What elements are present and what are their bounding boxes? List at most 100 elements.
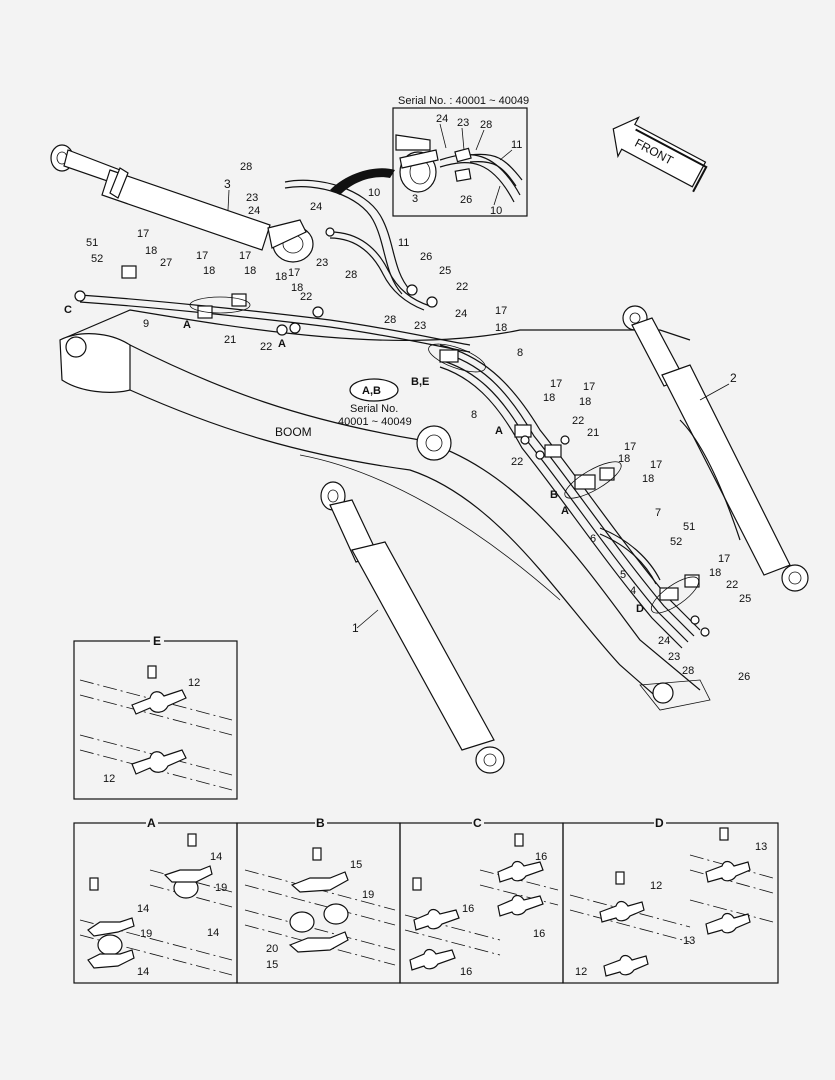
callout-9: 9 <box>143 318 149 330</box>
callout-26a: 26 <box>420 251 432 263</box>
detail-B-callout-15b: 15 <box>266 959 278 971</box>
callout-4: 4 <box>630 585 636 597</box>
callout-17f: 17 <box>550 378 562 390</box>
callout-6: 6 <box>590 533 596 545</box>
detail-D-callout-13a: 13 <box>755 841 767 853</box>
callout-7: 7 <box>655 507 661 519</box>
detail-E-title: E <box>153 634 161 648</box>
callout-17g: 17 <box>583 381 595 393</box>
serial-mid-line1: Serial No. <box>350 403 398 415</box>
callout-17c: 17 <box>239 250 251 262</box>
inset-callout-11: 11 <box>511 139 522 151</box>
detail-A-callout-14b: 14 <box>207 927 219 939</box>
callout-24b: 24 <box>310 201 322 213</box>
detail-C-callout-16b: 16 <box>533 928 545 940</box>
detail-E: E 12 12 <box>73 634 238 800</box>
callout-10: 10 <box>368 187 380 199</box>
callout-28d: 28 <box>682 665 694 677</box>
detail-C-title: C <box>473 816 482 830</box>
callout-28b: 28 <box>345 269 357 281</box>
inset-callout-24: 24 <box>436 113 448 125</box>
label-B-1: B <box>550 489 558 501</box>
oval-ab-label: A,B <box>362 385 381 397</box>
serial-inset-title: Serial No. : 40001 ~ 40049 <box>398 95 529 107</box>
detail-B: B 15 19 20 15 <box>236 816 401 984</box>
fittings <box>74 227 710 637</box>
detail-E-callout-12b: 12 <box>103 773 115 785</box>
callout-24c: 24 <box>455 308 467 320</box>
callout-2: 2 <box>730 371 737 385</box>
label-A-2: A <box>278 338 286 350</box>
callout-28a: 28 <box>240 161 252 173</box>
callout-21a: 21 <box>224 334 236 346</box>
inset-callout-10: 10 <box>490 205 502 217</box>
callout-18j: 18 <box>709 567 721 579</box>
callout-18c: 18 <box>244 265 256 277</box>
callout-8a: 8 <box>517 347 523 359</box>
callout-22d: 22 <box>572 415 584 427</box>
detail-A-callout-14c: 14 <box>137 903 149 915</box>
callout-17b: 17 <box>196 250 208 262</box>
callout-17a: 17 <box>137 228 149 240</box>
callout-25b: 25 <box>739 593 751 605</box>
detail-A: A 14 19 14 14 19 14 <box>73 816 238 984</box>
boom-pin-disc <box>416 425 452 461</box>
detail-A-callout-19a: 19 <box>215 882 227 894</box>
callout-22e: 22 <box>511 456 523 468</box>
detail-A-callout-19b: 19 <box>140 928 152 940</box>
detail-D-callout-13b: 13 <box>683 935 695 947</box>
inset-callout-23: 23 <box>457 117 469 129</box>
callout-23b: 23 <box>316 257 328 269</box>
boom-cylinder-2 <box>622 305 809 592</box>
callout-52b: 52 <box>670 536 682 548</box>
detail-A-callout-14d: 14 <box>137 966 149 978</box>
label-A-4: A <box>561 505 569 517</box>
label-C-1: C <box>64 304 72 316</box>
main-callouts: 1 2 3 4 5 6 7 8 8 9 10 11 17 17 17 17 17… <box>64 161 751 683</box>
detail-C-callout-16c: 16 <box>462 903 474 915</box>
boom-cylinder-1 <box>320 481 505 774</box>
label-D-1: D <box>636 603 644 615</box>
callout-22c: 22 <box>456 281 468 293</box>
callout-24a: 24 <box>248 205 260 217</box>
detail-C-callout-16a: 16 <box>535 851 547 863</box>
boom-label: BOOM <box>275 425 312 439</box>
callout-25a: 25 <box>439 265 451 277</box>
callout-1: 1 <box>352 621 359 635</box>
serial-inset: Serial No. : 40001 ~ 40049 24 23 28 11 3… <box>392 95 529 217</box>
be-label: B,E <box>411 376 429 388</box>
callout-51a: 51 <box>86 237 98 249</box>
callout-22a: 22 <box>300 291 312 303</box>
label-A-1: A <box>183 319 191 331</box>
callout-22b: 22 <box>260 341 272 353</box>
callout-22f: 22 <box>726 579 738 591</box>
callout-18h: 18 <box>618 453 630 465</box>
callout-28c: 28 <box>384 314 396 326</box>
callout-21b: 21 <box>587 427 599 439</box>
detail-C-callout-16d: 16 <box>460 966 472 978</box>
serial-inset-frame <box>392 107 528 217</box>
callout-18g: 18 <box>579 396 591 408</box>
callout-24d: 24 <box>658 635 670 647</box>
detail-B-callout-20: 20 <box>266 943 278 955</box>
callout-52a: 52 <box>91 253 103 265</box>
callout-18e: 18 <box>495 322 507 334</box>
callout-27: 27 <box>160 257 172 269</box>
detail-B-callout-19: 19 <box>362 889 374 901</box>
callout-51b: 51 <box>683 521 695 533</box>
label-A-3: A <box>495 425 503 437</box>
detail-D-callout-12b: 12 <box>575 966 587 978</box>
callout-8b: 8 <box>471 409 477 421</box>
callout-23a: 23 <box>246 192 258 204</box>
callout-17i: 17 <box>650 459 662 471</box>
callout-3: 3 <box>224 177 231 191</box>
callout-oval-ab <box>349 378 399 402</box>
arm-cylinder <box>50 144 314 263</box>
callout-5: 5 <box>620 569 626 581</box>
detail-D-callout-12a: 12 <box>650 880 662 892</box>
serial-mid-line2: 40001 ~ 40049 <box>338 416 412 428</box>
tube-clamps <box>121 265 700 614</box>
callout-18f: 18 <box>543 392 555 404</box>
callout-23d: 23 <box>668 651 680 663</box>
